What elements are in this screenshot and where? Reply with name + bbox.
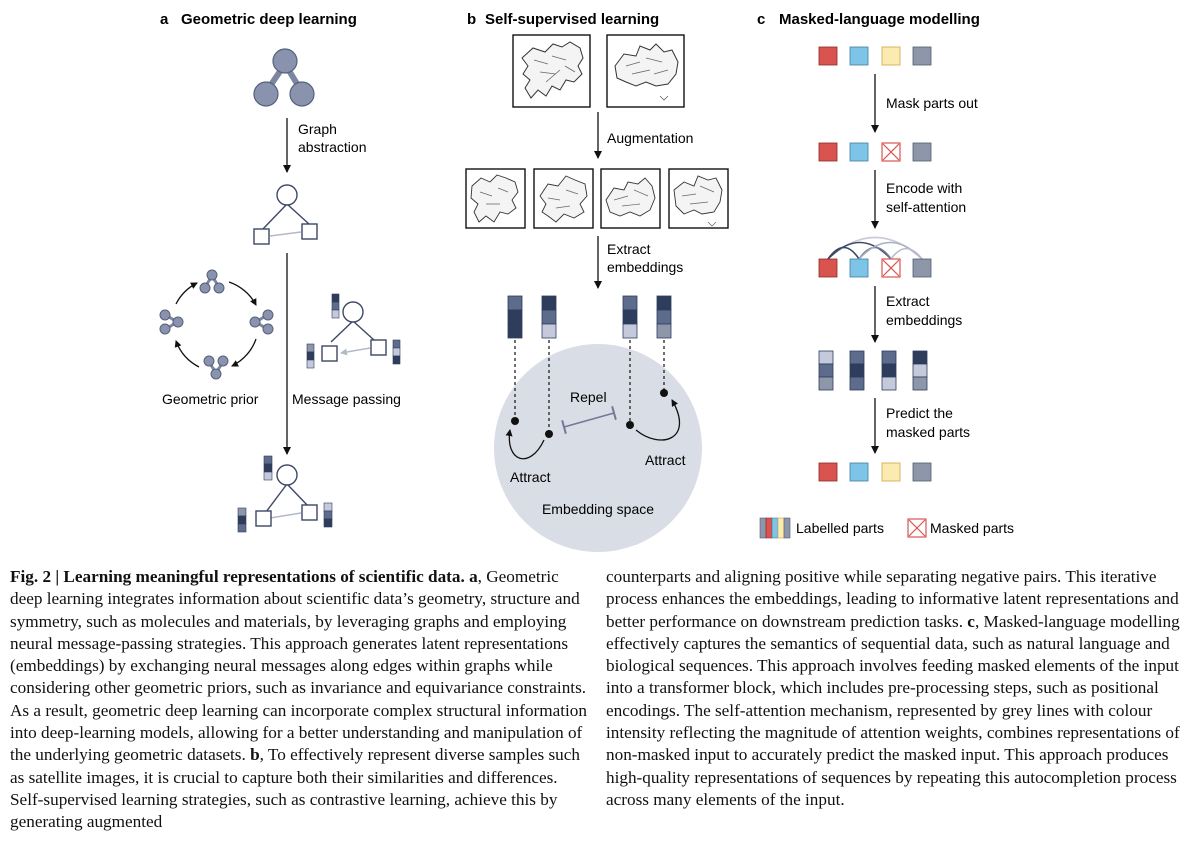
legend-labelled-label: Labelled parts <box>796 520 884 536</box>
abstract-graph <box>253 184 318 245</box>
panel-b-title: Self-supervised learning <box>485 11 659 28</box>
embedding-vector-b-4 <box>656 295 672 339</box>
attention-arcs <box>827 236 923 260</box>
panel-b-letter: b <box>467 11 476 28</box>
augmented-image-europe-1 <box>465 168 526 229</box>
message-passing-graph <box>306 293 401 369</box>
step-extract-c-line1: Extract <box>886 293 930 309</box>
figure-caption-right: counterparts and aligning positive while… <box>606 566 1184 811</box>
embedded-graph <box>237 455 333 533</box>
attract-right-label: Attract <box>645 452 686 468</box>
geometric-prior-cycle <box>159 269 274 380</box>
repel-label: Repel <box>570 389 607 405</box>
step-mask-parts-out: Mask parts out <box>886 95 978 111</box>
token-row-output <box>818 462 932 482</box>
embedding-space-circle <box>494 344 702 552</box>
legend-masked-parts: Masked parts <box>907 518 1014 538</box>
embedding-vector-b-1 <box>507 295 523 339</box>
embedding-point-2 <box>545 430 553 438</box>
labelled-parts-swatch <box>759 517 791 539</box>
small-molecule-left <box>159 309 184 335</box>
panel-a-title: Geometric deep learning <box>181 11 357 28</box>
embedding-vector-final-left <box>237 507 247 533</box>
figure-diagram: a Geometric deep learning Graph abstract… <box>159 11 1014 552</box>
masked-parts-swatch-icon <box>907 518 927 538</box>
step-augmentation: Augmentation <box>607 130 693 146</box>
augmented-image-australia-2 <box>668 168 729 229</box>
panel-a: a Geometric deep learning Graph abstract… <box>159 11 401 533</box>
embedding-vector-mp-right <box>392 339 401 365</box>
figure-caption-left: Fig. 2 | Learning meaningful representat… <box>10 566 590 834</box>
token-row-encoded <box>818 258 932 278</box>
embedding-space-label: Embedding space <box>542 501 654 517</box>
small-molecule-top <box>199 269 225 294</box>
caption-b-text-continued: counterparts and aligning positive while… <box>606 567 1179 631</box>
embedding-vector-c-1 <box>818 350 834 391</box>
embedding-vector-mp-top <box>331 293 340 319</box>
embedding-point-1 <box>511 417 519 425</box>
step-predict-line1: Predict the <box>886 405 953 421</box>
panel-c-letter: c <box>757 11 765 28</box>
augmented-image-europe-2 <box>533 168 594 229</box>
embedding-vector-c-2 <box>849 350 865 391</box>
satellite-image-europe <box>512 34 591 108</box>
step-graph-abstraction-line2: abstraction <box>298 139 366 155</box>
embedding-vector-b-3 <box>622 295 638 339</box>
caption-b-letter: b <box>250 745 260 765</box>
attract-left-label: Attract <box>510 469 551 485</box>
panel-c: c Masked-language modelling Mask parts o… <box>757 11 1014 539</box>
embedding-vector-c-3 <box>881 350 897 391</box>
attract-arrow-left <box>505 429 545 460</box>
step-extract-b-line1: Extract <box>607 241 651 257</box>
token-row-masked <box>818 142 932 162</box>
attract-arrow-right <box>635 399 680 441</box>
step-extract-b-line2: embeddings <box>607 259 683 275</box>
panel-a-letter: a <box>160 11 169 28</box>
step-encode-line2: self-attention <box>886 199 966 215</box>
token-row-input <box>818 46 932 66</box>
step-encode-line1: Encode with <box>886 180 962 196</box>
embedding-point-3 <box>626 421 634 429</box>
step-predict-line2: masked parts <box>886 424 970 440</box>
legend-labelled-parts: Labelled parts <box>759 517 884 539</box>
molecule-icon <box>253 48 315 107</box>
embedding-vector-mp-left <box>306 343 315 369</box>
repel-line <box>561 405 617 435</box>
step-graph-abstraction-line1: Graph <box>298 121 337 137</box>
caption-a-text: , Geometric deep learning integrates inf… <box>10 567 587 765</box>
satellite-image-australia <box>606 34 685 108</box>
geometric-prior-label: Geometric prior <box>162 391 259 407</box>
panel-b: b Self-supervised learning Augmentation <box>465 11 729 552</box>
embedding-point-4 <box>660 389 668 397</box>
embedding-vector-final-right <box>323 502 333 528</box>
caption-b-text: , To effectively represent diverse sampl… <box>10 745 580 832</box>
caption-c-letter: c <box>967 611 975 631</box>
caption-fig-label: Fig. 2 | Learning meaningful representat… <box>10 567 465 586</box>
legend-masked-label: Masked parts <box>930 520 1014 536</box>
embedding-vector-c-4 <box>912 350 928 391</box>
message-passing-label: Message passing <box>292 391 401 407</box>
small-molecule-bottom <box>203 355 229 380</box>
embedding-vector-b-2 <box>541 295 557 339</box>
small-molecule-right <box>249 309 274 335</box>
panel-c-title: Masked-language modelling <box>779 11 980 28</box>
caption-a-letter: a <box>469 567 478 586</box>
embedding-vector-final-top <box>263 455 273 481</box>
caption-c-text: , Masked-language modelling effectively … <box>606 611 1180 809</box>
augmented-image-australia-1 <box>600 168 661 229</box>
step-extract-c-line2: embeddings <box>886 312 962 328</box>
